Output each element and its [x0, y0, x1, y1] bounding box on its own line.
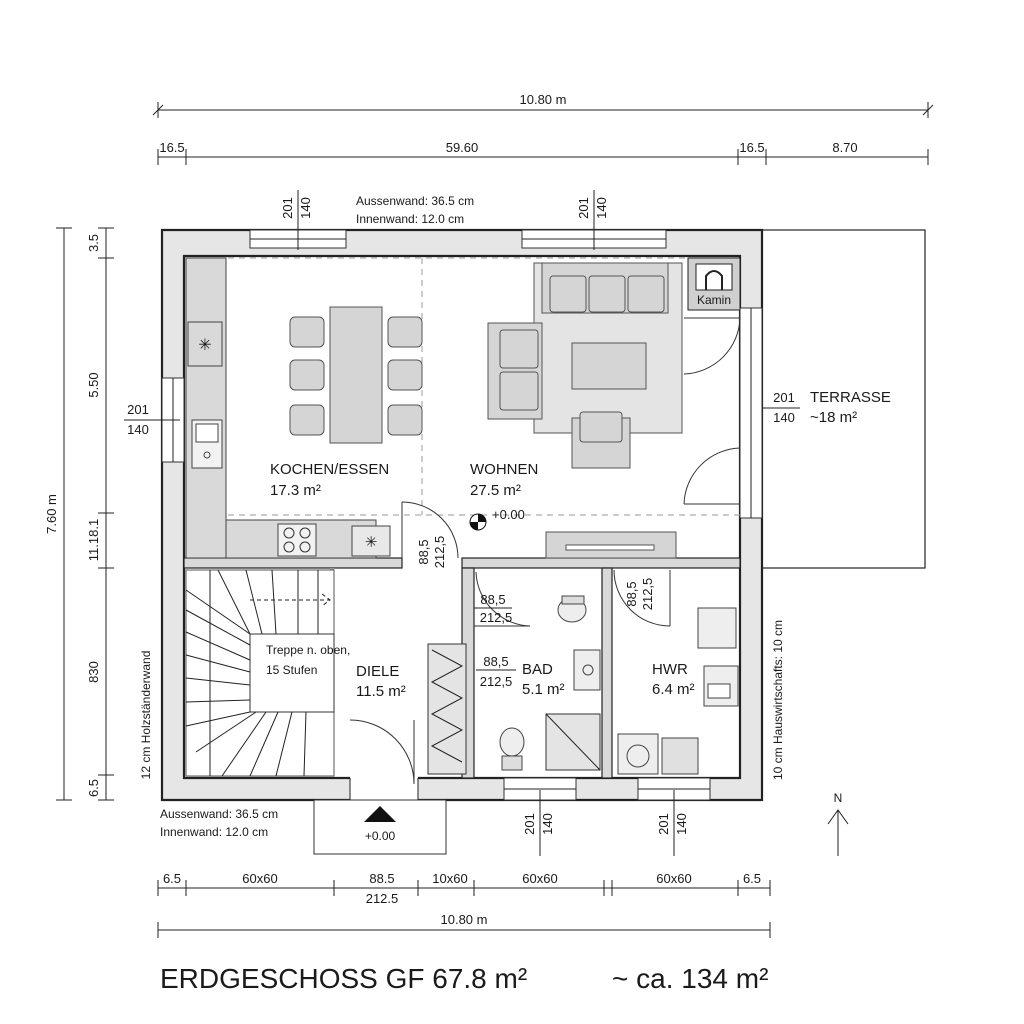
top-dimensions: 10.80 m 16.5 59.60 16.5 8.70 — [152, 92, 934, 165]
bath-name: BAD — [522, 661, 553, 678]
dim-bottom-seg-4: 10x60 — [432, 871, 467, 886]
plan-total-area: ~ ca. 134 m² — [612, 963, 768, 994]
kitchen-area: 17.3 m² — [270, 482, 321, 499]
staircase: Treppe n. oben, 15 Stufen — [185, 569, 350, 777]
entrance-door — [349, 719, 415, 785]
hall-area: 11.5 m² — [356, 683, 406, 700]
terrace — [761, 229, 926, 569]
stairs-label-1: Treppe n. oben, — [266, 643, 350, 657]
washbasin-icon — [573, 649, 601, 691]
terrace-area: ~18 m² — [810, 409, 857, 426]
window-bottom-right-b: 140 — [674, 813, 689, 835]
window-right-b: 140 — [773, 410, 795, 425]
window-top-right-b: 140 — [594, 197, 609, 219]
door-bath-top-a: 88,5 — [480, 592, 505, 607]
plan-title: ERDGESCHOSS GF 67.8 m² — [160, 963, 527, 994]
window-left-b: 140 — [127, 422, 149, 437]
door-hwr-b: 212,5 — [640, 578, 655, 611]
dim-left-seg-2: 5.50 — [86, 372, 101, 397]
dim-top-mid: 59.60 — [446, 140, 479, 155]
wall-info-top-1: Aussenwand: 36.5 cm — [356, 194, 474, 208]
wall-info-left: 12 cm Holzständerwand — [139, 651, 153, 780]
kitchen-door — [401, 501, 459, 559]
hall-name: DIELE — [356, 663, 399, 680]
living-set — [487, 262, 683, 469]
north-label: N — [834, 791, 843, 805]
dim-bottom-sub: 212.5 — [366, 891, 399, 906]
dim-bottom-seg-2: 60x60 — [242, 871, 277, 886]
door-bath-top-b: 212,5 — [480, 610, 513, 625]
dim-left-seg-4: 830 — [86, 661, 101, 683]
asterisk-icon-2: ✳ — [365, 534, 378, 551]
fireplace-label: Kamin — [697, 293, 731, 307]
dim-left-seg-1: 3.5 — [86, 234, 101, 252]
dim-bottom-seg-7: 6.5 — [743, 871, 761, 886]
window-right-a: 201 — [773, 390, 795, 405]
wall-info-bottom-2: Innenwand: 12.0 cm — [160, 825, 268, 839]
living-area: 27.5 m² — [470, 482, 521, 499]
window-bottom-right-a: 201 — [656, 813, 671, 835]
wall-info-right: 10 cm Hauswirtschafts: 10 cm — [771, 620, 785, 780]
living-name: WOHNEN — [470, 461, 538, 478]
door-hwr-a: 88,5 — [624, 581, 639, 606]
door-bath-side-a: 88,5 — [483, 654, 508, 669]
washing-machine-icon — [617, 733, 659, 775]
stairs-label-2: 15 Stufen — [266, 663, 317, 677]
dim-top-total: 10.80 m — [520, 92, 567, 107]
door-kitchen-b: 212,5 — [432, 536, 447, 569]
wall-info-bottom-1: Aussenwand: 36.5 cm — [160, 807, 278, 821]
asterisk-icon: ✳ — [198, 337, 211, 354]
hwr-name: HWR — [652, 661, 688, 678]
window-top-left-b: 140 — [298, 197, 313, 219]
window-top-right-a: 201 — [576, 197, 591, 219]
wall-info-top-2: Innenwand: 12.0 cm — [356, 212, 464, 226]
kitchen: ✳ ✳ — [185, 257, 391, 559]
door-kitchen-a: 88,5 — [416, 539, 431, 564]
terrace-door-bottom — [683, 447, 741, 505]
bath-toilet-icon — [499, 727, 525, 757]
fireplace: Kamin — [687, 257, 741, 311]
wardrobe — [427, 643, 467, 775]
level-inner: +0.00 — [492, 507, 525, 522]
entrance-opening — [350, 774, 418, 804]
hwr-door — [613, 569, 671, 627]
terrace-name: TERRASSE — [810, 389, 891, 406]
door-bath-side-b: 212,5 — [480, 674, 513, 689]
dim-left-total: 7.60 m — [44, 494, 59, 534]
hwr-area: 6.4 m² — [652, 681, 695, 698]
window-bottom-mid-b: 140 — [540, 813, 555, 835]
dim-top-right-a: 16.5 — [739, 140, 764, 155]
kitchen-name: KOCHEN/ESSEN — [270, 461, 389, 478]
window-left-a: 201 — [127, 402, 149, 417]
bath-area: 5.1 m² — [522, 681, 565, 698]
dim-left-seg-5: 6.5 — [86, 779, 101, 797]
dim-top-left: 16.5 — [159, 140, 184, 155]
dim-bottom-seg-6: 60x60 — [656, 871, 691, 886]
north-arrow: N — [827, 791, 849, 856]
left-dimensions: 7.60 m 3.5 5.50 11.18.1 830 6.5 — [44, 227, 114, 801]
dim-top-right-b: 8.70 — [832, 140, 857, 155]
bottom-dimensions: 6.5 60x60 88.5 10x60 60x60 60x60 6.5 212… — [157, 871, 771, 938]
dim-bottom-seg-3: 88.5 — [369, 871, 394, 886]
dim-bottom-total: 10.80 m — [441, 912, 488, 927]
dim-left-seg-3: 11.18.1 — [86, 519, 101, 561]
sink-icon — [203, 451, 211, 459]
dim-bottom-seg-1: 6.5 — [163, 871, 181, 886]
window-top-left-a: 201 — [280, 197, 295, 219]
level-entrance: +0.00 — [365, 829, 396, 843]
utility-room: HWR 6.4 m² — [613, 569, 739, 775]
bathroom: BAD 5.1 m² — [474, 571, 601, 771]
window-bottom-mid-a: 201 — [522, 813, 537, 835]
bath-door — [475, 571, 531, 627]
dim-bottom-seg-5: 60x60 — [522, 871, 557, 886]
entrance-platform: +0.00 — [313, 799, 447, 855]
dining-set — [289, 306, 423, 444]
stove-icon — [283, 527, 295, 539]
terrace-door-top — [683, 317, 741, 375]
level-marker: +0.00 — [469, 507, 525, 531]
dryer-icon — [661, 737, 699, 775]
